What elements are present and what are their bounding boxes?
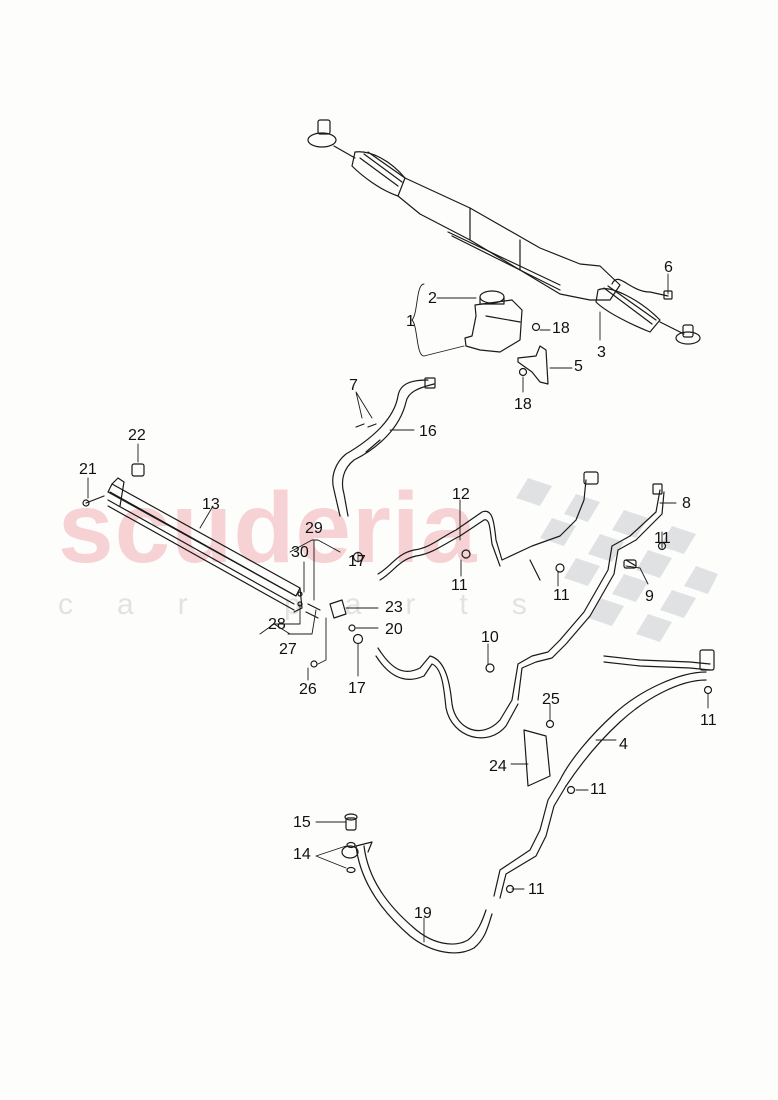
callout-3[interactable]: 3 [597, 344, 606, 361]
callout-20[interactable]: 20 [385, 621, 403, 638]
checkered-flag-watermark [516, 478, 718, 642]
callout-2[interactable]: 2 [428, 290, 437, 307]
mounting-bracket [517, 322, 549, 385]
callout-17[interactable]: 17 [348, 680, 366, 697]
callout-18[interactable]: 18 [514, 396, 532, 413]
callout-11[interactable]: 11 [700, 712, 717, 729]
fluid-reservoir [464, 290, 523, 353]
callout-23[interactable]: 23 [385, 599, 403, 616]
callout-13[interactable]: 13 [202, 496, 220, 513]
callout-4[interactable]: 4 [619, 736, 628, 753]
callout-11[interactable]: 11 [528, 881, 545, 898]
callout-14[interactable]: 14 [293, 846, 311, 863]
callout-10[interactable]: 10 [481, 629, 499, 646]
pressure-line-4 [493, 649, 715, 899]
callout-28[interactable]: 28 [268, 616, 286, 633]
callout-15[interactable]: 15 [293, 814, 311, 831]
callout-5[interactable]: 5 [574, 358, 583, 375]
callout-17[interactable]: 17 [348, 553, 366, 570]
callout-7[interactable]: 7 [349, 377, 358, 394]
plug-15 [345, 817, 357, 831]
callout-21[interactable]: 21 [79, 461, 97, 478]
pressure-line-12 [377, 471, 599, 581]
callout-1[interactable]: 1 [406, 313, 415, 330]
callout-16[interactable]: 16 [419, 423, 437, 440]
callout-19[interactable]: 19 [414, 905, 432, 922]
callout-26[interactable]: 26 [299, 681, 317, 698]
hose-16 [332, 377, 436, 517]
bracket-24 [523, 729, 551, 787]
callout-24[interactable]: 24 [489, 758, 507, 775]
callout-11[interactable]: 11 [451, 577, 468, 594]
callout-25[interactable]: 25 [542, 691, 560, 708]
small-parts [297, 423, 713, 894]
callout-11[interactable]: 11 [553, 587, 570, 604]
return-line-8 [511, 483, 665, 701]
callout-11[interactable]: 11 [654, 530, 671, 547]
callout-12[interactable]: 12 [452, 486, 470, 503]
callout-18[interactable]: 18 [552, 320, 570, 337]
callout-22[interactable]: 22 [128, 427, 146, 444]
steering-rack [307, 119, 701, 345]
callout-9[interactable]: 9 [645, 588, 654, 605]
pressure-line-19 [341, 841, 493, 954]
bracket-23 [329, 599, 347, 619]
callout-29[interactable]: 29 [305, 520, 323, 537]
callout-6[interactable]: 6 [664, 259, 673, 276]
callout-30[interactable]: 30 [291, 544, 309, 561]
callout-11[interactable]: 11 [590, 781, 607, 798]
oil-cooler [82, 463, 303, 613]
cooler-return-hose [375, 647, 519, 739]
callout-8[interactable]: 8 [682, 495, 691, 512]
callout-27[interactable]: 27 [279, 641, 297, 658]
leader-lines [87, 273, 709, 943]
